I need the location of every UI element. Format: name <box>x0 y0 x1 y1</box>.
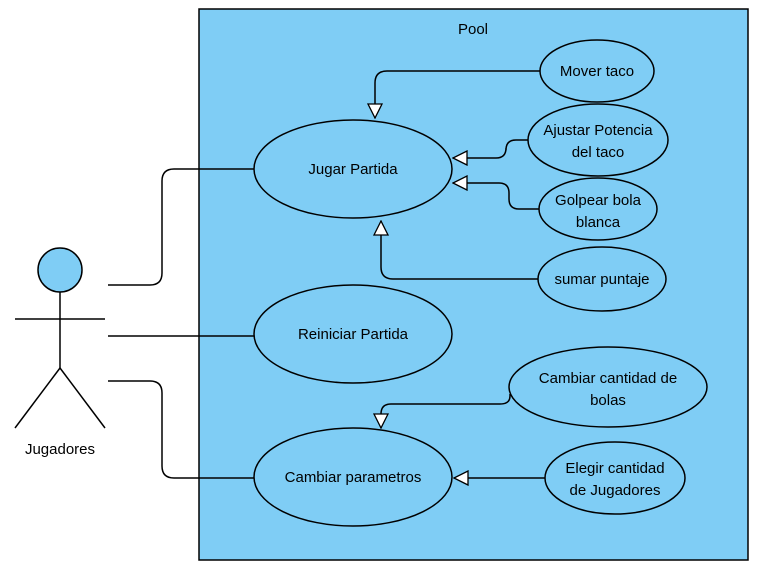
usecase-elegir-jugadores[interactable]: Elegir cantidad de Jugadores <box>544 441 686 515</box>
usecase-golpear-bola[interactable]: Golpear bola blanca <box>538 177 658 241</box>
usecase-label: Cambiar parametros <box>285 469 422 486</box>
usecase-ajustar-potencia[interactable]: Ajustar Potencia del taco <box>527 103 669 177</box>
association-cambiar-parametros <box>108 380 254 479</box>
usecase-label: Elegir cantidad <box>565 460 664 477</box>
generalization-ajustar <box>453 139 528 158</box>
usecase-label: del taco <box>572 144 625 161</box>
usecase-label: blanca <box>576 214 621 231</box>
actor-right-leg <box>59 367 106 429</box>
system-title: Pool <box>458 21 488 38</box>
usecase-cambiar-cantidad-bolas[interactable]: Cambiar cantidad de bolas <box>508 346 708 428</box>
generalization-sumar <box>381 221 538 280</box>
actor-jugadores[interactable]: Jugadores <box>14 247 106 458</box>
usecase-label: Mover taco <box>560 63 634 80</box>
usecase-label: sumar puntaje <box>554 271 649 288</box>
usecase-label: Golpear bola <box>555 192 642 209</box>
usecase-reiniciar-partida[interactable]: Reiniciar Partida <box>253 284 453 384</box>
generalization-cambiar-bolas <box>381 394 511 428</box>
usecase-mover-taco[interactable]: Mover taco <box>539 39 655 103</box>
generalization-mover-taco <box>375 70 540 118</box>
generalization-golpear <box>453 183 539 210</box>
association-jugar <box>108 168 254 286</box>
actor-left-leg <box>14 367 61 429</box>
usecase-label: Ajustar Potencia <box>543 122 653 139</box>
usecase-label: Cambiar cantidad de <box>539 370 677 387</box>
usecase-cambiar-parametros[interactable]: Cambiar parametros <box>253 427 453 527</box>
usecase-label: bolas <box>590 392 626 409</box>
actor-label: Jugadores <box>25 441 95 458</box>
usecase-sumar-puntaje[interactable]: sumar puntaje <box>537 246 667 312</box>
usecase-label: Jugar Partida <box>308 161 398 178</box>
usecase-label: Reiniciar Partida <box>298 326 409 343</box>
usecase-jugar-partida[interactable]: Jugar Partida <box>253 119 453 219</box>
usecase-label: de Jugadores <box>570 482 661 499</box>
actor-head <box>37 247 83 293</box>
